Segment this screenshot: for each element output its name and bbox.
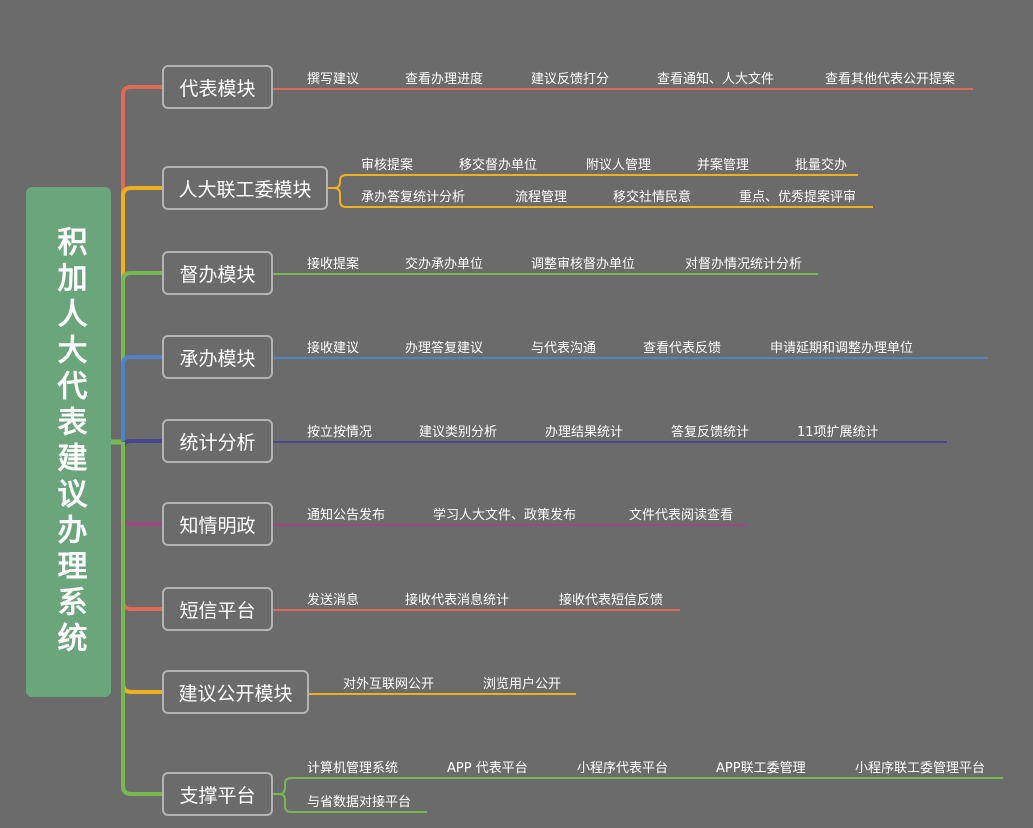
leaf-item[interactable]: 按立按情况 <box>307 425 373 440</box>
leaf-item[interactable]: 小程序代表平台 <box>577 761 669 776</box>
module-node[interactable]: 短信平台 <box>162 587 273 631</box>
leaf-underline <box>328 187 873 208</box>
branch-line <box>121 442 162 694</box>
module-label: 承办模块 <box>179 347 256 370</box>
branch-line <box>121 186 162 442</box>
leaf-item[interactable]: 文件代表阅读查看 <box>629 508 734 523</box>
leaf-item[interactable]: 对外互联网公开 <box>343 677 435 692</box>
module-node[interactable]: 代表模块 <box>162 65 273 109</box>
module-node[interactable]: 督办模块 <box>162 251 273 295</box>
module-label: 统计分析 <box>179 431 256 454</box>
leaf-item[interactable]: 建议类别分析 <box>419 425 498 440</box>
leaf-item[interactable]: APP 代表平台 <box>447 761 528 776</box>
leaf-item[interactable]: 办理结果统计 <box>545 425 624 440</box>
leaf-item[interactable]: 办理答复建议 <box>405 341 484 356</box>
leaf-item[interactable]: 承办答复统计分析 <box>361 190 466 205</box>
branch-line <box>121 442 162 526</box>
leaf-item[interactable]: 与代表沟通 <box>531 341 597 356</box>
leaf-item[interactable]: 接收建议 <box>307 341 360 356</box>
leaf-underline <box>273 793 427 813</box>
leaf-item[interactable]: 浏览用户公开 <box>483 677 562 692</box>
leaf-item[interactable]: 答复反馈统计 <box>671 425 750 440</box>
leaf-item[interactable]: 流程管理 <box>515 190 568 205</box>
branch-line <box>121 439 162 450</box>
module-label: 建议公开模块 <box>178 682 293 705</box>
leaf-item[interactable]: 通知公告发布 <box>307 508 386 523</box>
leaf-item[interactable]: 对督办情况统计分析 <box>685 257 803 272</box>
root-node[interactable]: 积加人大代表建议办理系统 <box>26 187 111 697</box>
leaf-item[interactable]: 重点、优秀提案评审 <box>739 190 857 205</box>
leaf-item[interactable]: 查看代表反馈 <box>643 341 722 356</box>
leaf-item[interactable]: 移交督办单位 <box>459 158 538 173</box>
module-node[interactable]: 承办模块 <box>162 335 273 379</box>
leaf-item[interactable]: 申请延期和调整办理单位 <box>770 341 914 356</box>
branch-line <box>121 442 162 796</box>
branch-line <box>121 355 162 442</box>
module-label: 督办模块 <box>179 263 256 286</box>
leaf-item[interactable]: 接收提案 <box>307 257 360 272</box>
leaf-item[interactable]: APP联工委管理 <box>716 761 806 776</box>
leaf-item[interactable]: 小程序联工委管理平台 <box>855 761 986 776</box>
leaf-item[interactable]: 审核提案 <box>361 158 414 173</box>
branch-line <box>121 271 162 442</box>
module-node[interactable]: 支撑平台 <box>162 772 273 816</box>
module-label: 代表模块 <box>179 77 256 100</box>
module-label: 知情明政 <box>179 514 256 537</box>
leaf-item[interactable]: 查看通知、人大文件 <box>657 72 775 87</box>
leaf-item[interactable]: 查看办理进度 <box>405 72 484 87</box>
leaf-item[interactable]: 与省数据对接平台 <box>307 795 412 810</box>
leaf-item[interactable]: 交办承办单位 <box>405 257 484 272</box>
leaf-item[interactable]: 移交社情民意 <box>613 190 692 205</box>
leaf-item[interactable]: 并案管理 <box>697 158 750 173</box>
module-node[interactable]: 建议公开模块 <box>162 670 309 714</box>
leaf-item[interactable]: 批量交办 <box>795 158 848 173</box>
leaf-item[interactable]: 11项扩展统计 <box>797 425 879 440</box>
branch-line <box>121 85 162 442</box>
leaf-item[interactable]: 学习人大文件、政策发布 <box>433 508 577 523</box>
module-node[interactable]: 人大联工委模块 <box>162 166 328 210</box>
module-label: 人大联工委模块 <box>178 178 312 201</box>
leaf-item[interactable]: 调整审核督办单位 <box>531 257 636 272</box>
leaf-item[interactable]: 撰写建议 <box>307 72 360 87</box>
leaf-item[interactable]: 查看其他代表公开提案 <box>825 72 956 87</box>
root-title: 积加人大代表建议办理系统 <box>51 226 87 658</box>
leaf-item[interactable]: 接收代表消息统计 <box>405 593 510 608</box>
module-node[interactable]: 知情明政 <box>162 502 273 546</box>
leaf-item[interactable]: 发送消息 <box>307 593 360 608</box>
leaf-item[interactable]: 建议反馈打分 <box>531 72 610 87</box>
module-label: 短信平台 <box>179 599 256 622</box>
leaf-item[interactable]: 计算机管理系统 <box>307 761 399 776</box>
leaf-item[interactable]: 接收代表短信反馈 <box>559 593 664 608</box>
module-label: 支撑平台 <box>179 784 256 807</box>
module-node[interactable]: 统计分析 <box>162 419 273 463</box>
leaf-item[interactable]: 附议人管理 <box>586 158 652 173</box>
